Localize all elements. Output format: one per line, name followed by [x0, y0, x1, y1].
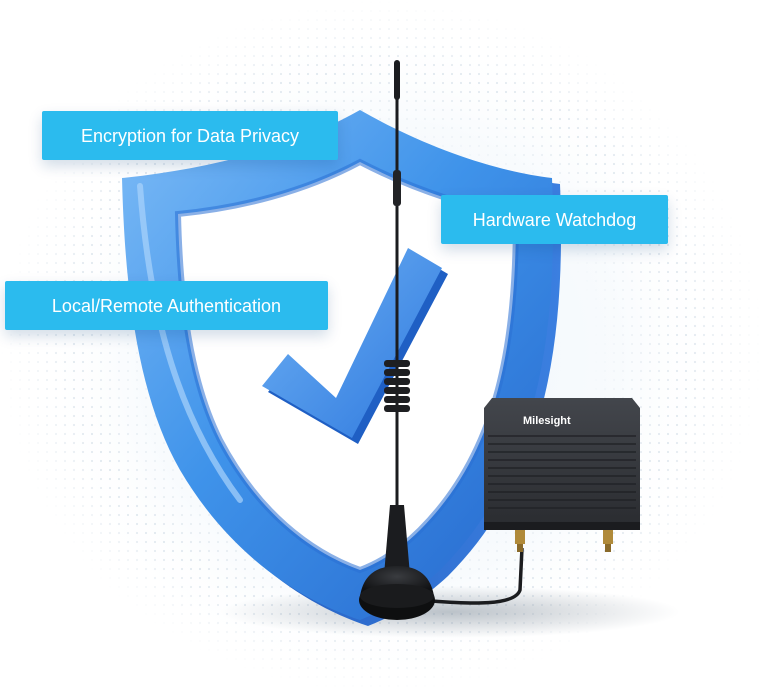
feature-tag-watchdog: Hardware Watchdog [441, 195, 668, 244]
gateway-device [484, 398, 640, 552]
ground-shadow [220, 586, 680, 638]
antenna-cable [431, 547, 524, 605]
feature-tag-encryption: Encryption for Data Privacy [42, 111, 338, 160]
feature-tag-label: Local/Remote Authentication [51, 295, 282, 316]
feature-tag-label: Hardware Watchdog [472, 209, 637, 230]
brand-logo: Milesight [523, 415, 571, 427]
feature-tag-authentication: Local/Remote Authentication [5, 281, 328, 330]
feature-tag-label: Encryption for Data Privacy [80, 125, 300, 146]
antenna-icon [359, 60, 435, 620]
